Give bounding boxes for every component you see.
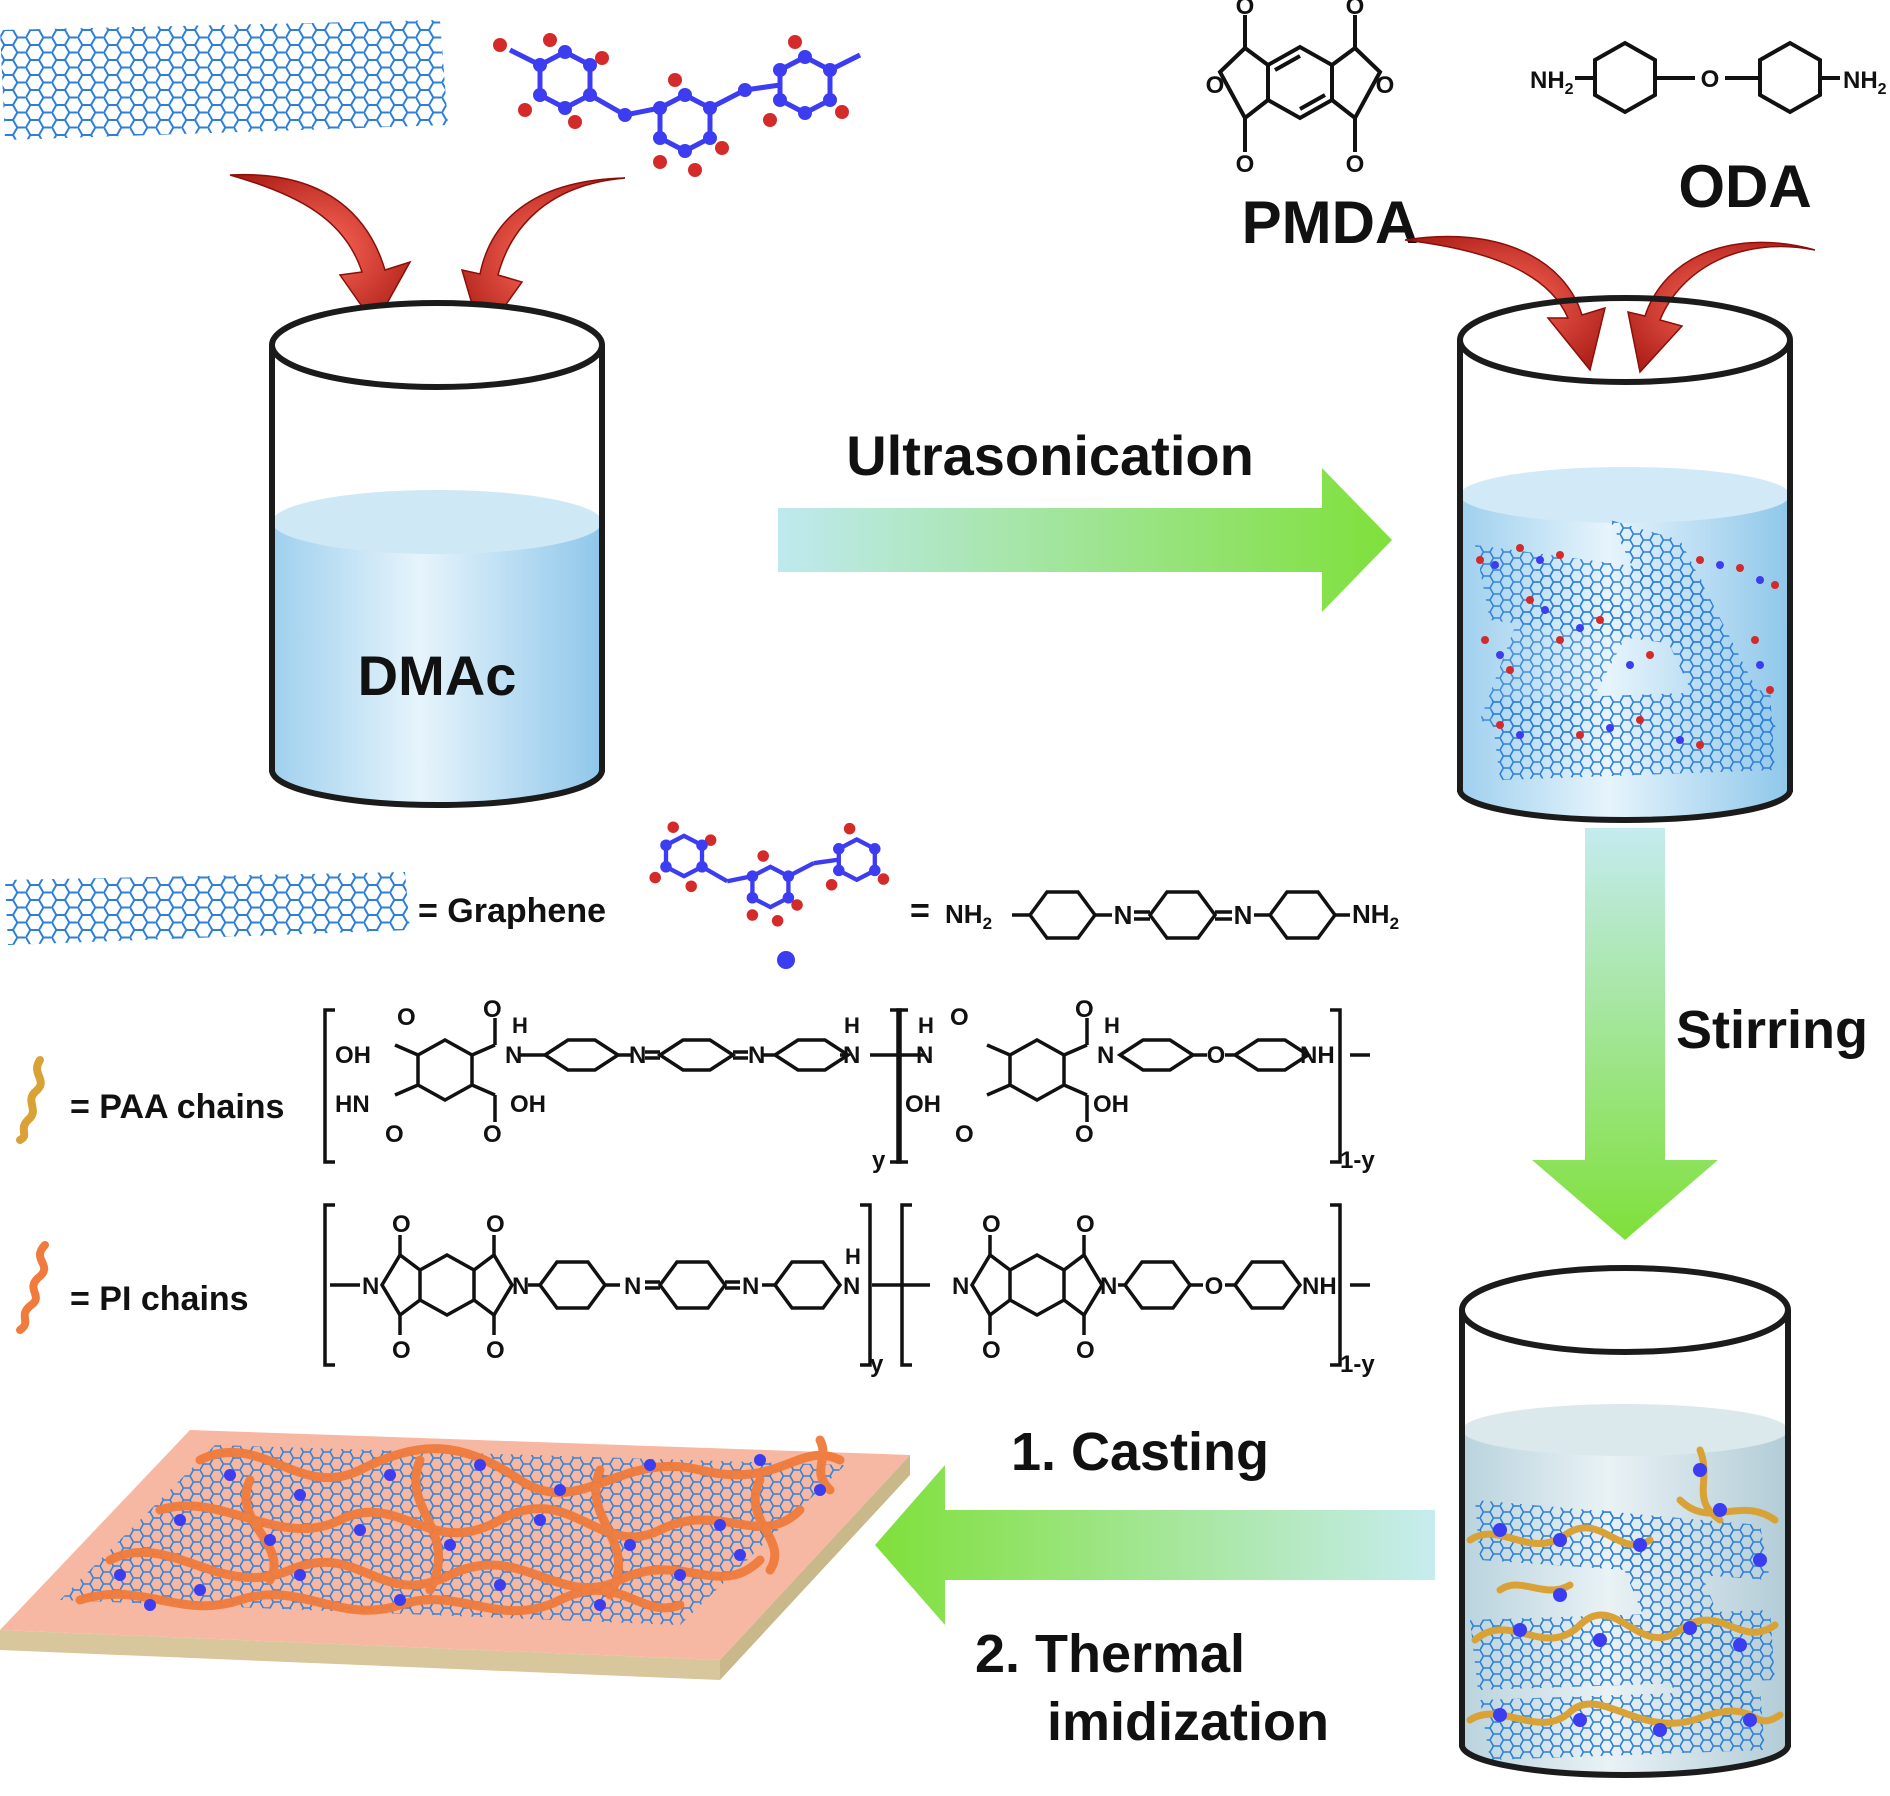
graphene-sheet-icon — [5, 872, 410, 945]
pi-o-8: O — [1076, 1337, 1095, 1364]
pi-formula — [323, 1203, 1370, 1367]
pi-o-2: O — [392, 1337, 411, 1364]
pi-o-5: O — [982, 1211, 1001, 1238]
pi-h-1: H — [845, 1244, 861, 1269]
paa-o-8: O — [1075, 1121, 1094, 1148]
legend-equals: = — [910, 892, 930, 930]
ultrasonication-arrow — [778, 468, 1392, 612]
casting-label: 1. Casting — [1011, 1422, 1269, 1482]
paa-o-2: O — [385, 1121, 404, 1148]
graphene-sheet-icon — [0, 20, 448, 140]
pi-n-4: N — [742, 1273, 759, 1300]
paa-o-3: O — [483, 996, 502, 1023]
stirring-arrow — [1532, 828, 1718, 1240]
legend-formula-nh2-right: NH2 — [1352, 899, 1399, 933]
paa-o-5: O — [950, 1004, 969, 1031]
oda-label: ODA — [1678, 153, 1811, 220]
legend-formula-nh2-left: NH2 — [945, 899, 992, 933]
paa-n-1: N — [505, 1042, 522, 1069]
paa-oh-3: OH — [905, 1091, 941, 1118]
paa-o-4: O — [483, 1121, 502, 1148]
legend-graphene: = Graphene — [418, 892, 606, 930]
paa-n-4: N — [843, 1042, 860, 1069]
legend-formula-rings — [1012, 890, 1350, 940]
oda-structure — [1575, 40, 1840, 115]
imidization-label: imidization — [1047, 1692, 1329, 1752]
pi-n-7: N — [1100, 1273, 1117, 1300]
paa-hn: HN — [335, 1091, 370, 1118]
pi-n-3: N — [624, 1273, 641, 1300]
paa-n-5: N — [916, 1042, 933, 1069]
paa-nh-end: NH — [1300, 1042, 1335, 1069]
pmda-o-bottom-left: O — [1236, 151, 1255, 178]
oda-nh2-right: NH2 — [1843, 67, 1887, 98]
pmda-label: PMDA — [1242, 189, 1419, 256]
paa-subscript-1-y: 1-y — [1340, 1147, 1375, 1174]
pi-o-7: O — [1076, 1211, 1095, 1238]
oda-ether-o: O — [1701, 66, 1720, 93]
pi-n-6: N — [952, 1273, 969, 1300]
nitrogen-marker — [777, 951, 795, 969]
pmda-o-left: O — [1206, 72, 1225, 99]
paa-ether-o: O — [1207, 1042, 1226, 1069]
beaker-icon — [269, 300, 605, 808]
pmda-o-right: O — [1376, 72, 1395, 99]
paa-oh-1: OH — [335, 1042, 371, 1069]
pi-subscript-y: y — [870, 1351, 884, 1378]
composite-film — [0, 1430, 910, 1680]
casting-arrow — [875, 1465, 1435, 1625]
paa-o-1: O — [397, 1004, 416, 1031]
paa-n-2: N — [629, 1042, 646, 1069]
pi-ether-o: O — [1205, 1273, 1224, 1300]
pmda-o-top-left: O — [1236, 0, 1255, 20]
graphene-sheet-icon — [1475, 520, 1780, 780]
paa-subscript-y: y — [872, 1147, 886, 1174]
solvent-label: DMAc — [358, 644, 517, 707]
legend-n2: N — [1234, 900, 1253, 930]
graphene-sheet-icon — [1470, 1500, 1775, 1760]
pi-o-3: O — [486, 1211, 505, 1238]
pi-subscript-1-y: 1-y — [1340, 1351, 1375, 1378]
pi-o-6: O — [982, 1337, 1001, 1364]
paa-o-6: O — [955, 1121, 974, 1148]
paa-h-2: H — [844, 1013, 860, 1038]
pmda-structure — [1217, 15, 1383, 152]
paa-o-7: O — [1075, 996, 1094, 1023]
curved-arrow-icon — [1627, 241, 1816, 374]
pi-n-5: N — [843, 1273, 860, 1300]
molecule-icon — [649, 821, 890, 927]
paa-oh-4: OH — [1093, 1091, 1129, 1118]
legend-pi: = PI chains — [70, 1280, 249, 1318]
polymer-chain-icon — [16, 1056, 45, 1144]
beaker-icon — [1457, 295, 1793, 823]
curved-arrow-icon — [229, 173, 412, 327]
polymer-chain-icon — [16, 1241, 49, 1334]
legend-n1: N — [1114, 900, 1133, 930]
beaker-icon — [1459, 1265, 1791, 1778]
pi-n-2: N — [512, 1273, 529, 1300]
pmda-o-top-right: O — [1346, 0, 1365, 20]
paa-h-1: H — [512, 1013, 528, 1038]
molecule-icon — [1476, 544, 1779, 749]
paa-h-4: H — [1104, 1013, 1120, 1038]
curved-arrow-icon — [1404, 235, 1607, 372]
pi-n-1: N — [362, 1273, 379, 1300]
paa-formula — [323, 1008, 1370, 1164]
paa-oh-2: OH — [510, 1091, 546, 1118]
pmda-o-bottom-right: O — [1346, 151, 1365, 178]
thermal-label: 2. Thermal — [975, 1624, 1245, 1684]
paa-h-3: H — [918, 1013, 934, 1038]
oda-nh2-left: NH2 — [1530, 67, 1574, 98]
stirring-label: Stirring — [1676, 1000, 1868, 1060]
pi-nh-end: NH — [1302, 1273, 1337, 1300]
paa-n-6: N — [1097, 1042, 1114, 1069]
molecule-icon — [493, 33, 862, 177]
paa-n-3: N — [748, 1042, 765, 1069]
ultrasonication-label: Ultrasonication — [846, 424, 1254, 487]
legend-paa: = PAA chains — [70, 1088, 284, 1126]
pi-o-1: O — [392, 1211, 411, 1238]
pi-o-4: O — [486, 1337, 505, 1364]
